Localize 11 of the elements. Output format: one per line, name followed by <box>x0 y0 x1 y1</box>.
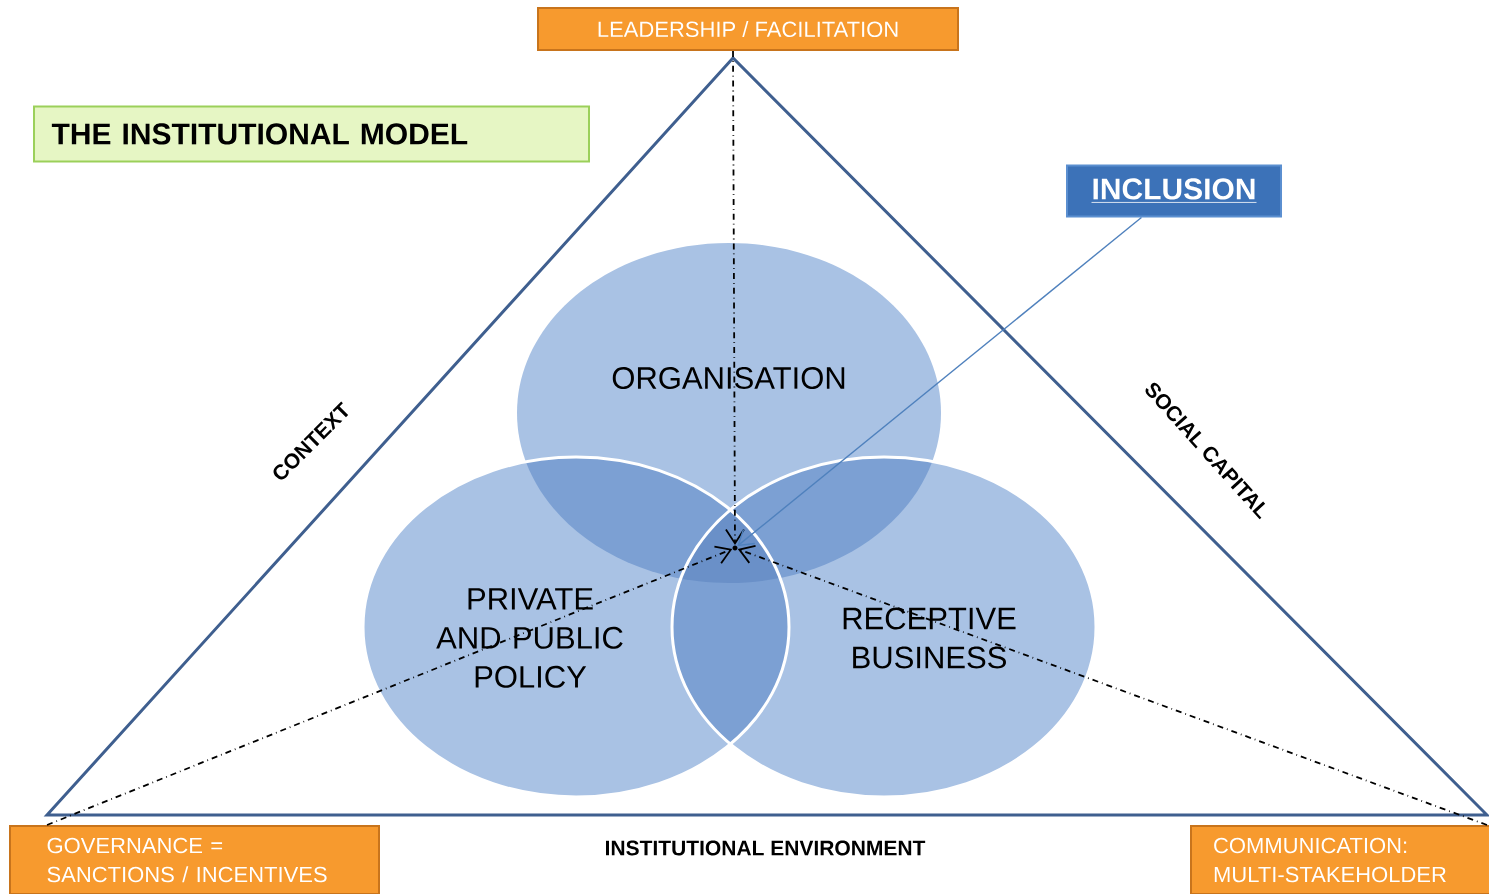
title-box: THE INSTITUTIONAL MODEL <box>33 105 590 163</box>
label-box: INCLUSION <box>1066 164 1282 218</box>
arrow <box>737 545 1488 826</box>
arrow <box>737 216 1143 547</box>
side-label: INSTITUTIONAL ENVIRONMENT <box>606 840 926 856</box>
circle-label: PRIVATE AND PUBLIC POLICY <box>436 588 623 688</box>
label-box: LEADERSHIP / FACILITATION <box>537 7 959 51</box>
label-box: COMMUNICATION: MULTI-STAKEHOLDER <box>1190 825 1489 894</box>
convergence-point <box>732 545 738 551</box>
circle-label: ORGANISATION <box>612 367 845 389</box>
label-box: GOVERNANCE = SANCTIONS / INCENTIVES <box>9 825 380 894</box>
